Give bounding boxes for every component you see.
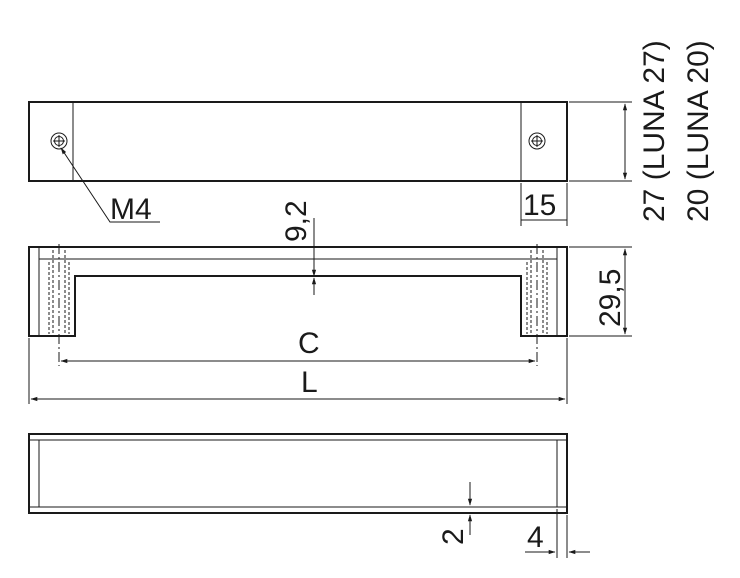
top-view-body xyxy=(28,101,568,182)
left-screw-hole-icon xyxy=(50,132,68,150)
edge-label: 4 xyxy=(527,521,544,554)
thread-label: M4 xyxy=(110,193,152,226)
bar-thickness-label: 9,2 xyxy=(280,200,313,242)
m4-leader-line xyxy=(60,147,160,223)
top-view: M4 15 27 (LUNA 27) 20 (LUNA 20) xyxy=(28,40,715,226)
bottom-view: 2 4 xyxy=(28,433,590,558)
side-view: 9,2 29,5 C L xyxy=(28,200,632,404)
right-screw-hole-icon xyxy=(528,132,546,150)
height-label-27: 27 (LUNA 27) xyxy=(638,40,671,222)
wall-label: 2 xyxy=(437,528,470,545)
end-width-label: 15 xyxy=(523,189,556,222)
left-thread-hidden xyxy=(48,244,70,366)
right-thread-hidden xyxy=(526,244,548,366)
bottom-view-channel xyxy=(38,439,558,508)
center-distance-label: C xyxy=(298,327,320,360)
length-label: L xyxy=(301,366,318,399)
side-view-outline xyxy=(28,246,568,337)
depth-label: 29,5 xyxy=(594,269,627,327)
height-label-20: 20 (LUNA 20) xyxy=(682,40,715,222)
bottom-view-body xyxy=(28,433,568,514)
